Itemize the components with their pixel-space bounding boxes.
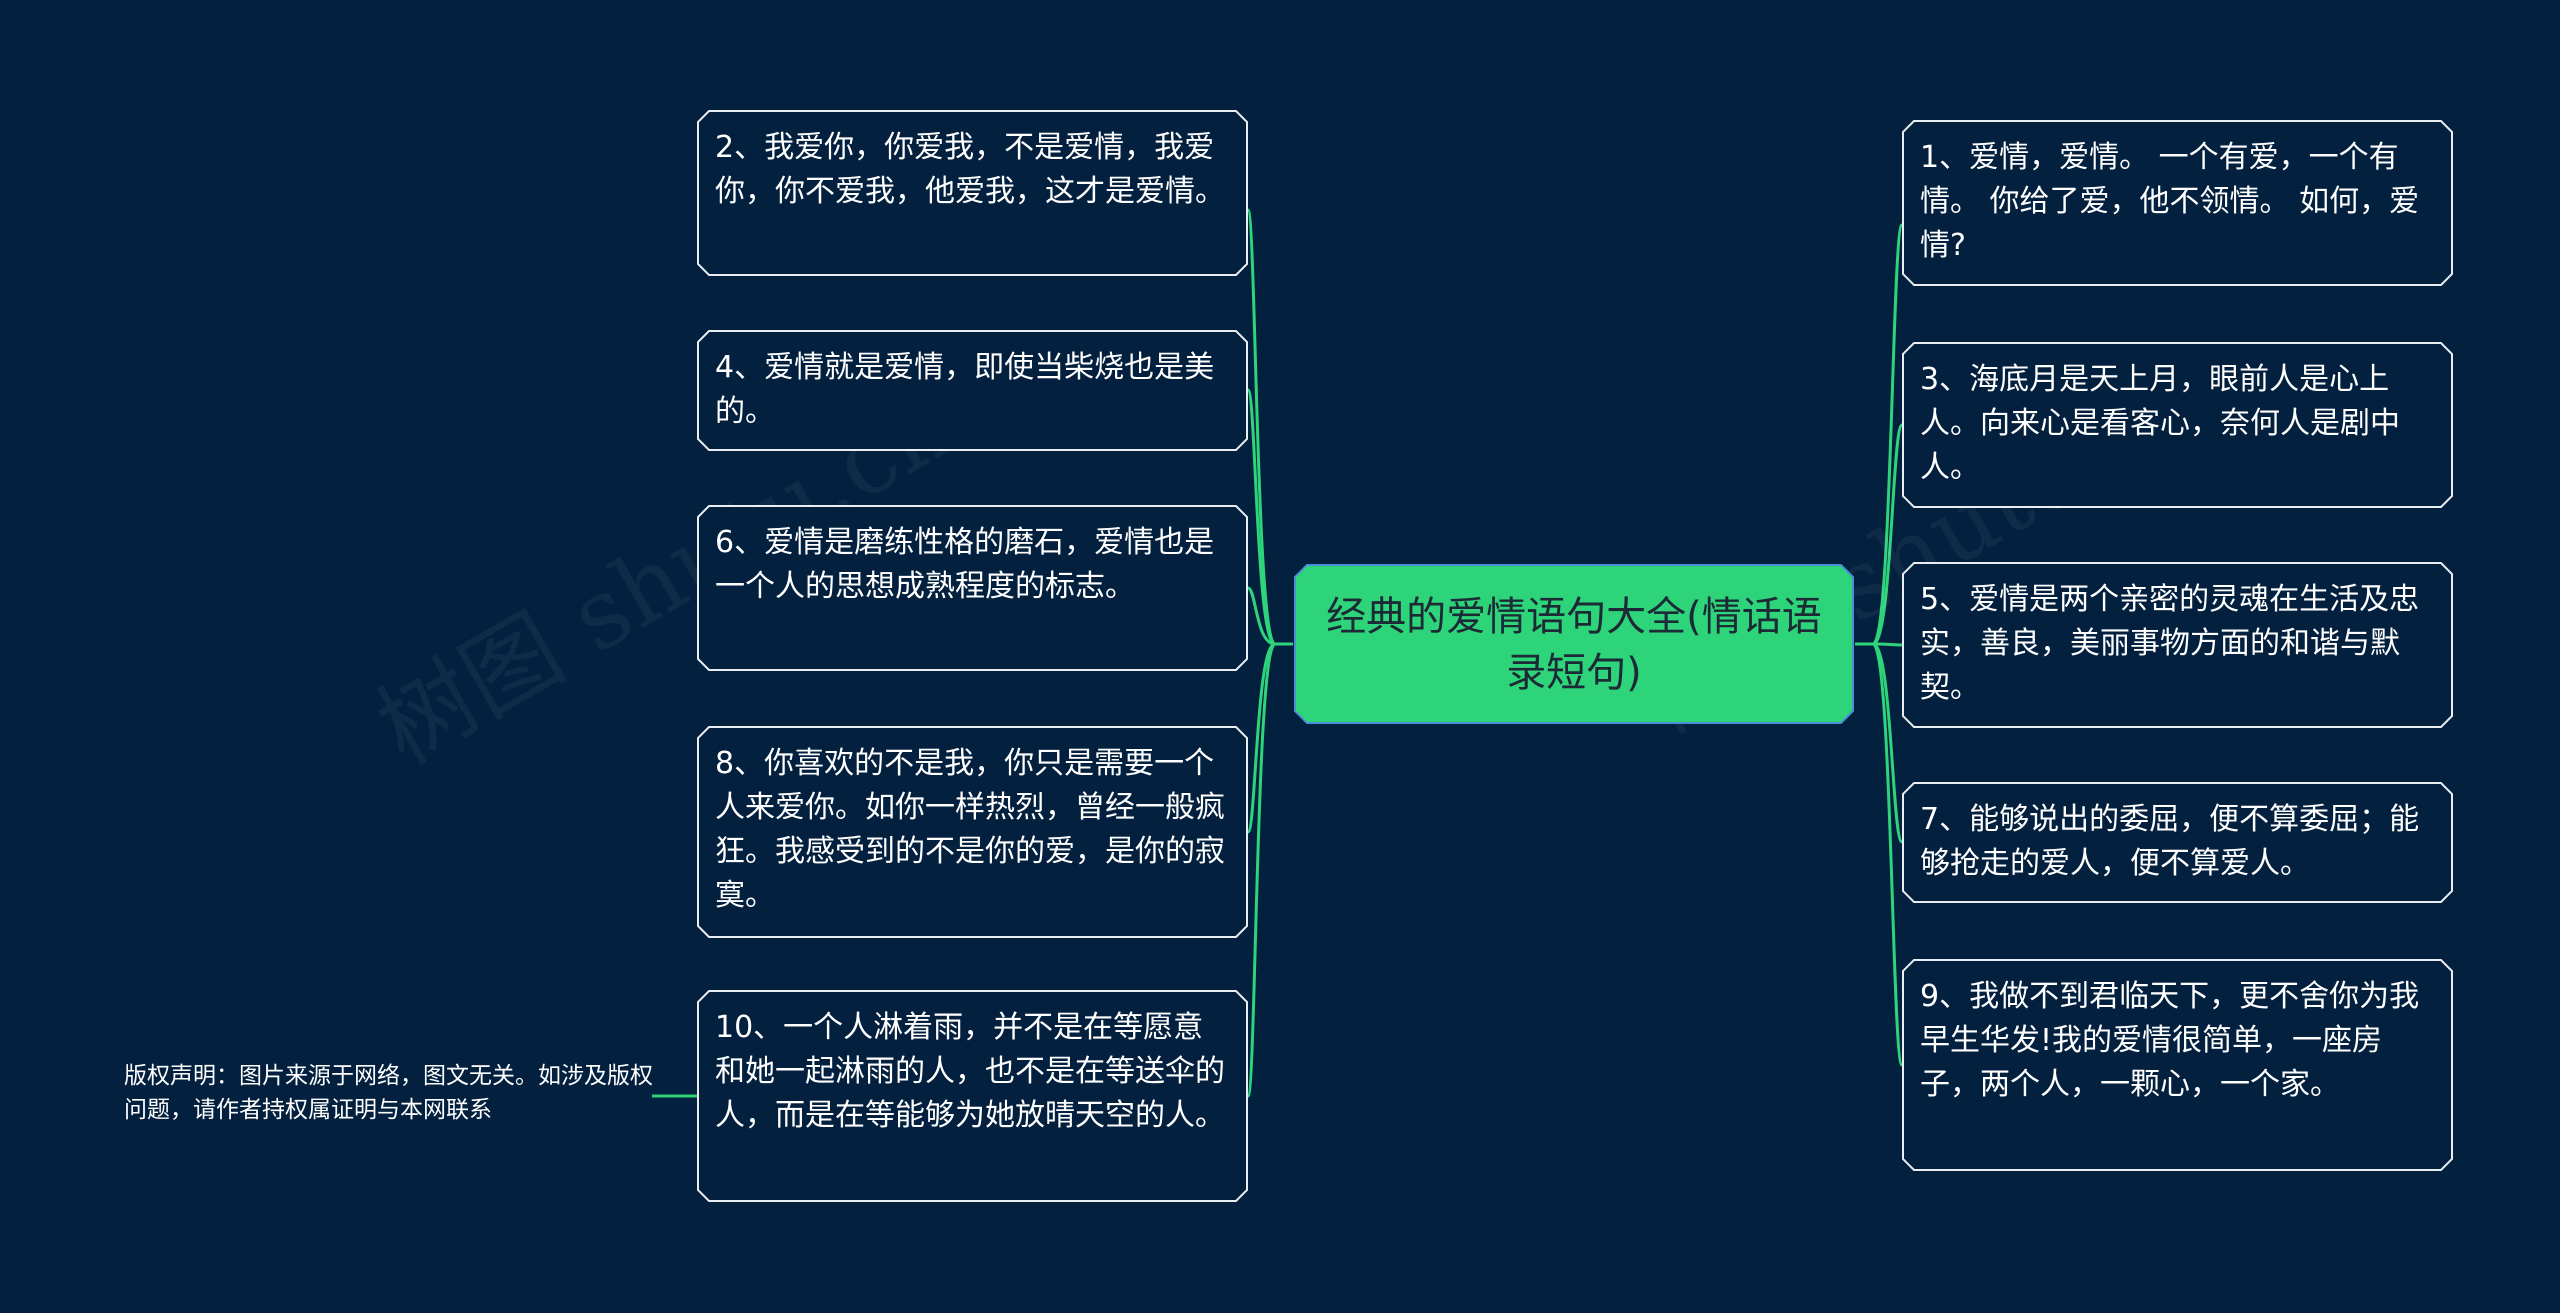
- topic-node-9-shape: [1902, 959, 2453, 1171]
- center-node-label: 经典的爱情语句大全(情话语录短句): [1326, 594, 1822, 696]
- connector-to-node-3: [1872, 423, 1904, 646]
- connector-to-node-9: [1871, 642, 1904, 1067]
- topic-node-1-text: 1、爱情，爱情。 一个有爱，一个有情。 你给了爱，他不领情。 如何，爱情?: [1920, 140, 2420, 263]
- copyright-text: 版权声明：图片来源于网络，图文无关。如涉及版权问题，请作者持权属证明与本网联系: [124, 1063, 653, 1123]
- topic-node-5[interactable]: 5、爱情是两个亲密的灵魂在生活及忠实，善良，美丽事物方面的和谐与默契。: [1902, 562, 2453, 728]
- topic-node-6[interactable]: 6、爱情是磨练性格的磨石，爱情也是一个人的思想成熟程度的标志。: [697, 505, 1248, 671]
- copyright-node-shape: [112, 1045, 652, 1143]
- connector-to-node-10: [1246, 642, 1277, 1098]
- topic-node-4-shape: [697, 330, 1248, 451]
- topic-node-2-text: 2、我爱你，你爱我，不是爱情，我爱你，你不爱我，他爱我，这才是爱情。: [715, 130, 1225, 209]
- connector-to-node-8: [1246, 642, 1276, 834]
- center-node-shape: [1294, 564, 1854, 724]
- topic-node-4-text: 4、爱情就是爱情，即使当柴烧也是美的。: [715, 350, 1215, 429]
- topic-node-3[interactable]: 3、海底月是天上月，眼前人是心上人。向来心是看客心，奈何人是剧中人。: [1902, 342, 2453, 508]
- topic-node-3-shape: [1902, 342, 2453, 508]
- topic-node-5-text: 5、爱情是两个亲密的灵魂在生活及忠实，善良，美丽事物方面的和谐与默契。: [1920, 582, 2420, 705]
- connector-to-node-4: [1246, 388, 1277, 646]
- topic-node-6-shape: [697, 505, 1248, 671]
- topic-node-10-text: 10、一个人淋着雨，并不是在等愿意和她一起淋雨的人，也不是在等送伞的人，而是在等…: [715, 1010, 1225, 1133]
- topic-node-8[interactable]: 8、你喜欢的不是我，你只是需要一个人来爱你。如你一样热烈，曾经一般疯狂。我感受到…: [697, 726, 1248, 938]
- topic-node-1-shape: [1902, 120, 2453, 286]
- topic-node-5-shape: [1902, 562, 2453, 728]
- connector-to-node-5: [1872, 642, 1903, 647]
- topic-node-10-shape: [697, 990, 1248, 1202]
- topic-node-9[interactable]: 9、我做不到君临天下，更不舍你为我早生华发!我的爱情很简单，一座房子，两个人，一…: [1902, 959, 2453, 1171]
- topic-node-3-text: 3、海底月是天上月，眼前人是心上人。向来心是看客心，奈何人是剧中人。: [1920, 362, 2400, 485]
- topic-node-7-text: 7、能够说出的委屈，便不算委屈；能够抢走的爱人，便不算爱人。: [1920, 802, 2420, 881]
- topic-node-2[interactable]: 2、我爱你，你爱我，不是爱情，我爱你，你不爱我，他爱我，这才是爱情。: [697, 110, 1248, 276]
- copyright-node[interactable]: 版权声明：图片来源于网络，图文无关。如涉及版权问题，请作者持权属证明与本网联系: [112, 1045, 653, 1143]
- topic-node-8-shape: [697, 726, 1248, 938]
- topic-node-1[interactable]: 1、爱情，爱情。 一个有爱，一个有情。 你给了爱，他不领情。 如何，爱情?: [1902, 120, 2453, 286]
- topic-node-2-shape: [697, 110, 1248, 276]
- topic-node-7[interactable]: 7、能够说出的委屈，便不算委屈；能够抢走的爱人，便不算爱人。: [1902, 782, 2453, 903]
- connector-to-node-6: [1247, 586, 1276, 646]
- topic-node-10[interactable]: 10、一个人淋着雨，并不是在等愿意和她一起淋雨的人，也不是在等送伞的人，而是在等…: [697, 990, 1248, 1202]
- topic-node-4[interactable]: 4、爱情就是爱情，即使当柴烧也是美的。: [697, 330, 1248, 451]
- connector-to-node-7: [1872, 642, 1904, 844]
- connector-to-node-1: [1871, 223, 1904, 646]
- topic-node-9-text: 9、我做不到君临天下，更不舍你为我早生华发!我的爱情很简单，一座房子，两个人，一…: [1920, 979, 2420, 1102]
- connector-to-node-2: [1246, 208, 1277, 646]
- topic-node-7-shape: [1902, 782, 2453, 903]
- topic-node-6-text: 6、爱情是磨练性格的磨石，爱情也是一个人的思想成熟程度的标志。: [715, 525, 1215, 604]
- center-node[interactable]: 经典的爱情语句大全(情话语录短句): [1293, 563, 1855, 725]
- topic-node-8-text: 8、你喜欢的不是我，你只是需要一个人来爱你。如你一样热烈，曾经一般疯狂。我感受到…: [715, 746, 1225, 913]
